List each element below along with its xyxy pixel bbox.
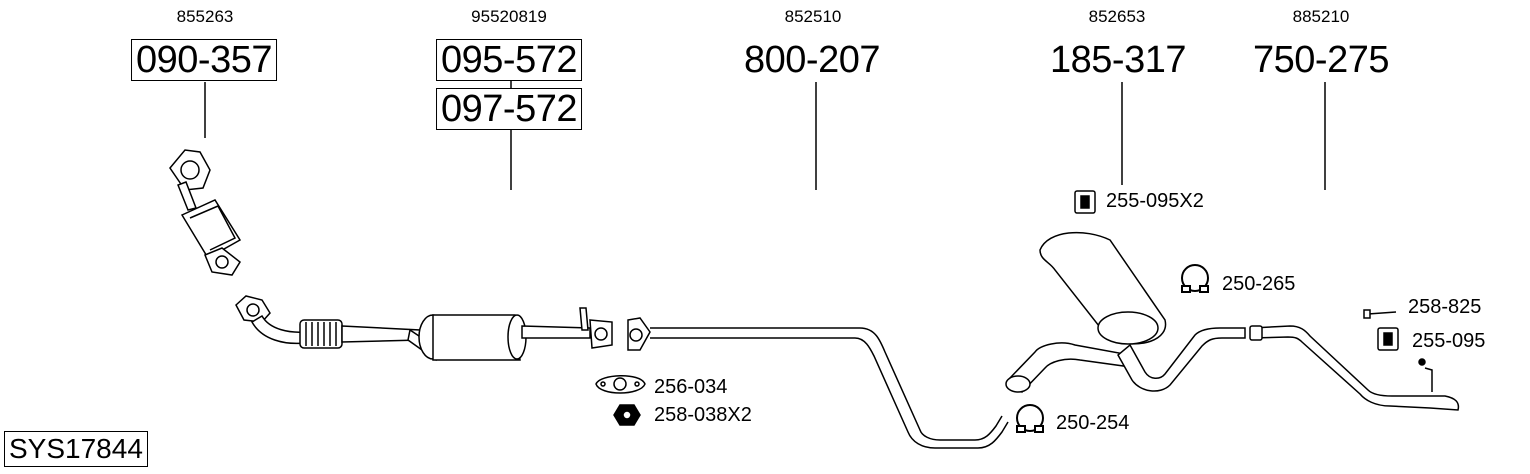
intermediate-pipe-part [627, 317, 1009, 449]
mount-icon [1377, 327, 1399, 351]
rear-silencer-part [1005, 231, 1246, 394]
mount-x2-icon [1074, 190, 1096, 214]
accessory-label-258-038x2[interactable]: 258-038X2 [654, 404, 752, 426]
part-number-097-572[interactable]: 097-572 [436, 88, 582, 130]
accessory-label-255-095x2[interactable]: 255-095X2 [1106, 190, 1204, 212]
system-code: SYS17844 [4, 431, 148, 467]
front-pipe-flex [235, 295, 421, 349]
accessory-label-250-254[interactable]: 250-254 [1056, 412, 1130, 434]
part-number-090-357[interactable]: 090-357 [131, 39, 277, 81]
part-number-185-317[interactable]: 185-317 [1050, 39, 1186, 81]
catalytic-converter-part [169, 149, 242, 276]
middle-silencer-part [407, 307, 613, 362]
part-number-750-275[interactable]: 750-275 [1253, 39, 1389, 81]
oem-number-855263: 855263 [176, 7, 234, 26]
oem-number-95520819: 95520819 [471, 7, 547, 26]
tail-pipe-part [1249, 325, 1460, 411]
bolt-icon [1363, 309, 1397, 319]
accessory-label-255-095[interactable]: 255-095 [1412, 330, 1486, 352]
part-number-095-572[interactable]: 095-572 [436, 39, 582, 81]
accessory-label-258-825[interactable]: 258-825 [1408, 296, 1482, 318]
accessory-label-256-034[interactable]: 256-034 [654, 376, 728, 398]
clamp-250-254-icon [1016, 404, 1044, 433]
clamp-250-265-icon [1181, 264, 1209, 293]
nut-icon [613, 404, 641, 426]
gasket-icon [595, 375, 646, 394]
oem-number-852510: 852510 [784, 7, 842, 26]
oem-number-885210: 885210 [1292, 7, 1350, 26]
accessory-label-250-265[interactable]: 250-265 [1222, 273, 1296, 295]
part-number-800-207[interactable]: 800-207 [744, 39, 880, 81]
oem-number-852653: 852653 [1088, 7, 1146, 26]
